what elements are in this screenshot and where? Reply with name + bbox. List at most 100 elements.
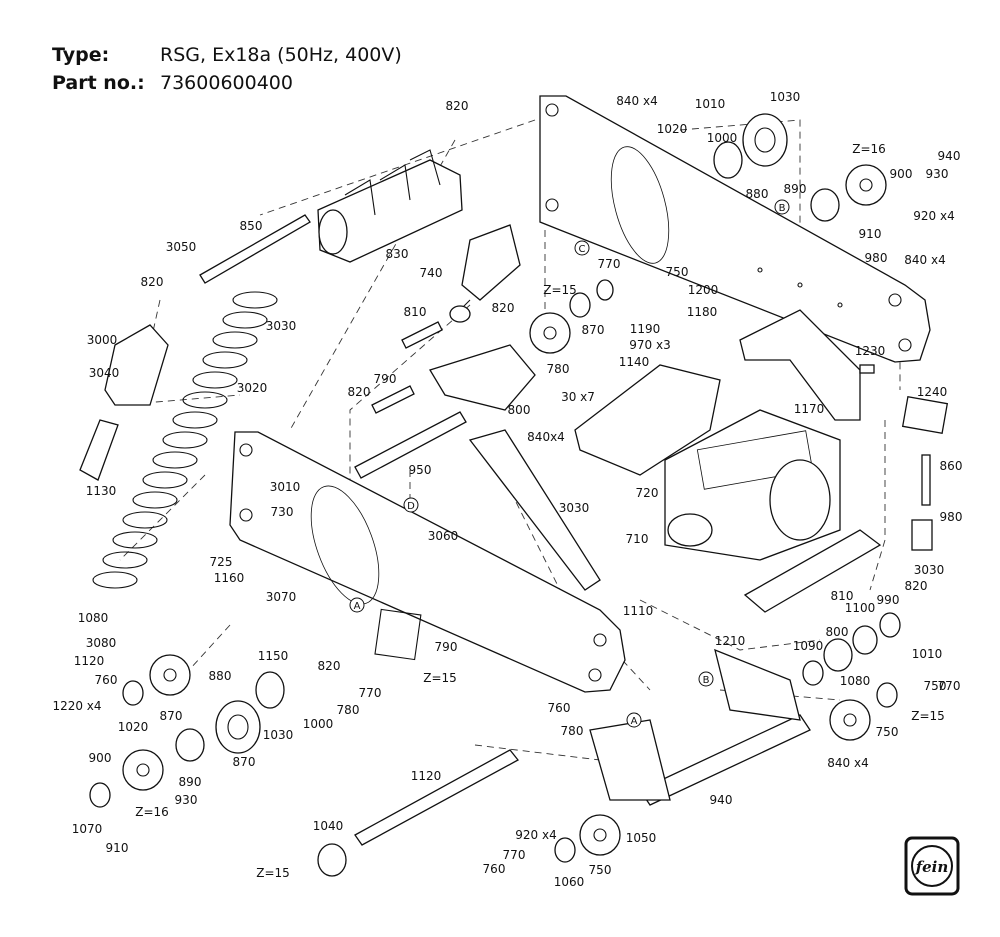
callout-label: 3060 [428,529,459,543]
callout-label: 1160 [214,571,245,585]
spring-stack-3020 [92,291,278,589]
callout-label: 1000 [707,131,738,145]
callout-label: 1140 [619,355,650,369]
callout-label: 3000 [87,333,118,347]
reference-letter-marker: C [574,240,590,256]
reference-letter: C [579,244,586,255]
callout-label: 770 [359,686,382,700]
callout-label: 900 [89,751,112,765]
callout-label: 880 [746,187,769,201]
clip-710 [911,519,933,551]
callout-label: 990 [877,593,900,607]
callout-label: 780 [561,724,584,738]
reference-letter-marker: D [403,497,419,513]
type-value: RSG, Ex18a (50Hz, 400V) [160,44,402,66]
callout-label: 1170 [794,402,825,416]
callout-label: 1130 [86,484,117,498]
callout-label: 1230 [855,344,886,358]
part-number-value: 73600600400 [160,72,293,94]
callout-label: Z=15 [256,866,290,880]
callout-label: 910 [859,227,882,241]
reference-letter-circle [574,240,590,256]
callout-label: 3050 [166,240,197,254]
roller-990 [743,529,882,613]
callout-label: 3030 [559,501,590,515]
callout-label: 810 [831,589,854,603]
callout-label: Z=15 [911,709,945,723]
callout-label: 790 [374,372,397,386]
callout-label: 1050 [626,831,657,845]
bracket-b [714,648,801,721]
reference-letter-marker: A [349,597,365,613]
gearbox-1170 [664,309,861,561]
side-plate-lower [229,431,626,693]
callout-label: 870 [160,709,183,723]
reference-letter-marker: A [626,712,642,728]
callout-label: 840 x4 [827,756,868,770]
callout-label: 760 [483,862,506,876]
callout-label: 950 [409,463,432,477]
sticker-1230 [859,364,875,374]
side-plate-upper [539,95,931,363]
callout-label: 1040 [313,819,344,833]
callout-label: 3080 [86,636,117,650]
callout-label: 750 [666,265,689,279]
pin-860 [354,411,467,479]
callout-label: 900 [890,167,913,181]
callout-label: Z=15 [423,671,457,685]
reference-letter-circle [403,497,419,513]
callout-label: Z=15 [543,283,577,297]
callout-label: 720 [636,486,659,500]
callout-label: 1200 [688,283,719,297]
callout-label: 3070 [266,590,297,604]
callout-label: 840x4 [527,430,565,444]
callout-label: 1060 [554,875,585,889]
washers [89,113,901,877]
callout-label: 920 x4 [913,209,954,223]
callout-label: 1220 x4 [52,699,101,713]
cross-plate-950 [574,364,721,476]
callout-label: 780 [337,703,360,717]
callout-label: 820 [492,301,515,315]
callout-label: 840 x4 [616,94,657,108]
callout-label: 780 [547,362,570,376]
callout-label: 710 [626,532,649,546]
column-730 [468,429,601,591]
assembly-guide-lines [119,119,901,761]
callout-label: 820 [446,99,469,113]
callout-label: 940 [710,793,733,807]
callout-label: 770 [503,848,526,862]
spring-housing-3000 [104,324,169,406]
plate-1240 [901,396,949,434]
callout-label: 1030 [263,728,294,742]
callout-label: 3040 [89,366,120,380]
reference-letter: D [407,501,415,512]
callout-label: 910 [106,841,129,855]
callout-label: 840 x4 [904,253,945,267]
bracket-a [589,719,671,801]
callout-label: 820 [905,579,928,593]
callout-label: 725 [210,555,233,569]
cylinder-830 [317,149,463,263]
reference-letter: A [631,716,638,727]
reference-letter: A [354,601,361,612]
linkage-800-upper [429,344,536,411]
gear-780-right [829,699,871,741]
reference-letter: B [779,203,786,214]
callout-label: 760 [95,673,118,687]
callout-label: 1240 [917,385,948,399]
callout-label: 890 [784,182,807,196]
reference-letter-circle [774,199,790,215]
callout-label: 860 [940,459,963,473]
callout-label: Z=16 [135,805,169,819]
callout-label: 850 [240,219,263,233]
callout-label: 770 [938,679,961,693]
callout-label: 750 [924,679,947,693]
pin-790-upper [371,385,415,414]
reference-letter-marker: B [774,199,790,215]
callout-label: 3030 [914,563,945,577]
gear-780-upper [529,312,571,354]
